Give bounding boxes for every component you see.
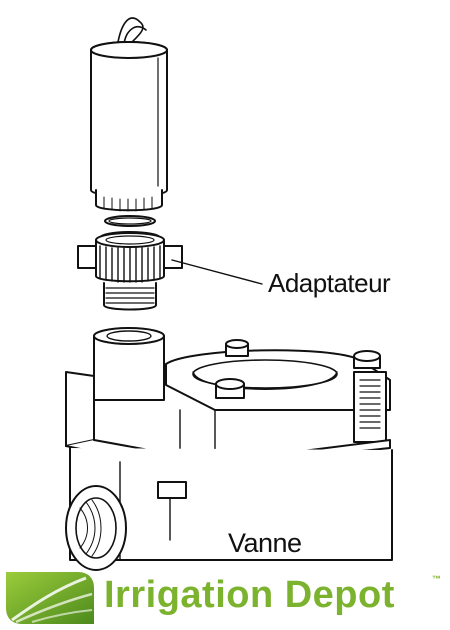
adapter-label: Adaptateur — [268, 268, 391, 298]
valve-label: Vanne — [228, 528, 302, 558]
adapter — [77, 231, 263, 311]
brand-banner: Irrigation Depot ™ — [0, 560, 450, 630]
brand-name: Irrigation Depot — [104, 574, 395, 616]
o-ring — [104, 215, 156, 227]
valve-body — [65, 327, 393, 571]
trademark-symbol: ™ — [432, 574, 441, 584]
irrigation-depot-leaf-logo-icon — [6, 572, 94, 624]
solenoid — [90, 17, 168, 212]
